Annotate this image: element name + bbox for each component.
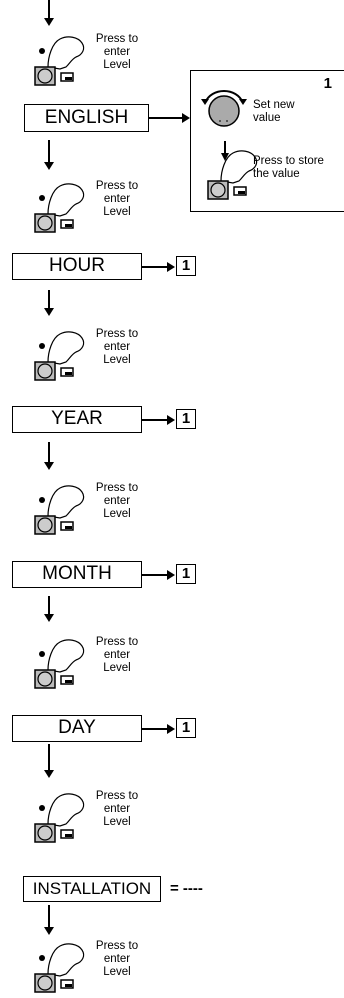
hand-press-icon [34, 793, 85, 843]
hand-press-icon [207, 150, 258, 200]
flow-line [48, 0, 50, 20]
arrow-down-icon [44, 927, 54, 935]
press-line: Level [103, 508, 131, 520]
installation-value: = ---- [170, 880, 203, 897]
press-line: Press to [95, 180, 139, 192]
flow-line [48, 905, 50, 929]
level-installation[interactable]: INSTALLATION [23, 876, 161, 902]
press-line: Press to [95, 328, 139, 340]
flow-line [142, 266, 168, 268]
press-line: Level [103, 662, 131, 674]
arrow-right-icon [167, 724, 175, 734]
flow-line [142, 419, 168, 421]
press-line: Press to [95, 636, 139, 648]
flow-line [48, 596, 50, 616]
press-line: Level [103, 966, 131, 978]
flow-line [48, 442, 50, 464]
arrow-down-icon [44, 614, 54, 622]
arrow-right-icon [167, 570, 175, 580]
press-to-enter-level: Press to enter Level [30, 790, 160, 848]
flow-line [142, 574, 168, 576]
arrow-right-icon [167, 415, 175, 425]
panel-text: value [253, 112, 281, 124]
level-year[interactable]: YEAR [12, 406, 142, 433]
arrow-down-icon [44, 18, 54, 26]
hand-press-icon [34, 485, 85, 535]
press-to-enter-level: Press to enter Level [30, 328, 160, 386]
goto-panel-1[interactable]: 1 [176, 256, 196, 276]
arrow-down-icon [44, 308, 54, 316]
press-to-enter-level: Press to enter Level [30, 180, 160, 238]
press-to-enter-level: Press to enter Level [30, 940, 160, 998]
press-line: Level [103, 354, 131, 366]
flow-line [48, 744, 50, 772]
press-line: enter [103, 341, 131, 353]
press-line: Level [103, 59, 131, 71]
arrow-down-icon [44, 162, 54, 170]
press-line: Level [103, 206, 131, 218]
panel-number: 1 [323, 75, 332, 92]
panel-text: Press to store [253, 155, 324, 167]
knob-icon [201, 90, 247, 161]
arrow-right-icon [167, 262, 175, 272]
press-line: enter [103, 803, 131, 815]
press-line: Level [103, 816, 131, 828]
press-to-enter-level: Press to enter Level [30, 482, 160, 540]
press-to-enter-level: Press to enter Level [30, 33, 160, 91]
hand-press-icon [34, 331, 85, 381]
panel-text: Set new [253, 99, 295, 111]
level-label: INSTALLATION [32, 879, 152, 898]
goto-panel-1[interactable]: 1 [176, 718, 196, 738]
level-month[interactable]: MONTH [12, 561, 142, 588]
level-label: ENGLISH [44, 107, 129, 128]
arrow-down-icon [44, 770, 54, 778]
press-line: enter [103, 193, 131, 205]
arrow-down-icon [44, 462, 54, 470]
flow-line [48, 290, 50, 310]
goto-panel-1[interactable]: 1 [176, 564, 196, 584]
press-line: Press to [95, 940, 139, 952]
hand-press-icon [34, 943, 85, 993]
flow-line [48, 140, 50, 164]
flow-line [149, 117, 183, 119]
level-english[interactable]: ENGLISH [24, 104, 149, 132]
hand-press-icon [34, 36, 85, 86]
arrow-right-icon [182, 113, 190, 123]
level-hour[interactable]: HOUR [12, 253, 142, 280]
panel-text: the value [253, 168, 300, 180]
hand-press-icon [34, 183, 85, 233]
level-label: DAY [58, 717, 96, 738]
level-label: MONTH [42, 563, 112, 584]
press-line: enter [103, 649, 131, 661]
press-line: Press to [95, 482, 139, 494]
set-value-panel: 1 Set new value Press to store the value [190, 70, 344, 212]
press-line: enter [103, 46, 131, 58]
level-label: YEAR [51, 408, 103, 429]
press-line: enter [103, 953, 131, 965]
hand-press-icon [34, 639, 85, 689]
level-day[interactable]: DAY [12, 715, 142, 742]
press-to-enter-level: Press to enter Level [30, 636, 160, 694]
level-label: HOUR [49, 255, 105, 276]
press-line: enter [103, 495, 131, 507]
press-line: Press to [95, 33, 139, 45]
goto-panel-1[interactable]: 1 [176, 409, 196, 429]
press-line: Press to [95, 790, 139, 802]
flow-line [142, 728, 168, 730]
